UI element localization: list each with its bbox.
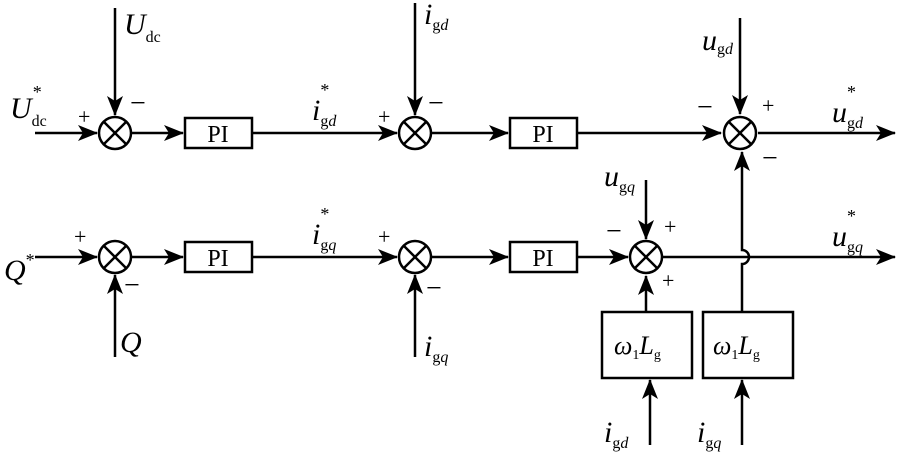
plus-sign: + — [378, 104, 390, 129]
label-igq: igq — [424, 330, 448, 366]
label-igq-ref: igq* — [312, 204, 336, 254]
label-igd-bottom: igd — [604, 416, 629, 452]
signal-labels: Udc* Udc igd* igd ugd ugd* Q* Q igq* igq… — [4, 0, 864, 452]
plus-sign: + — [662, 268, 674, 293]
label-igd-ref: igd* — [312, 80, 337, 130]
omega-lg-label: ω1Lg — [713, 331, 760, 363]
omega-lg-block-1: ω1Lg — [600, 310, 694, 380]
label-udc: Udc — [124, 8, 161, 46]
label-ugq-ref: ugq* — [832, 206, 863, 256]
minus-sign: − — [130, 88, 146, 119]
pi-label: PI — [532, 246, 553, 272]
summing-junction-ugq — [628, 239, 664, 275]
summing-junction-q — [97, 239, 133, 275]
d-axis-path — [35, 3, 896, 141]
plus-sign: + — [78, 104, 90, 129]
pi-label: PI — [532, 122, 553, 148]
summing-junction-ugd — [722, 115, 758, 151]
plus-sign: + — [74, 224, 86, 249]
plus-sign: + — [378, 224, 390, 249]
pi-label: PI — [207, 122, 228, 148]
label-ugd-ref: ugd* — [832, 82, 864, 132]
summing-junction-udc — [97, 115, 133, 151]
minus-sign: − — [762, 143, 778, 174]
label-ugq: ugq — [604, 160, 635, 196]
label-q-ref: Q* — [4, 250, 35, 287]
pi-block-reactive: PI — [183, 240, 254, 274]
minus-sign: − — [426, 273, 442, 304]
minus-sign: − — [124, 270, 140, 301]
minus-sign: − — [697, 92, 713, 123]
signs: + − + − − + − + − + − − + + — [74, 88, 778, 304]
omega-lg-block-2: ω1Lg — [701, 310, 795, 380]
minus-sign: − — [606, 216, 622, 247]
omega-lg-label: ω1Lg — [614, 331, 661, 363]
label-udc-ref: Udc* — [10, 82, 47, 130]
plus-sign: + — [664, 214, 676, 239]
label-igd: igd — [424, 0, 449, 34]
label-igq-bottom: igq — [697, 416, 721, 452]
plus-sign: + — [762, 93, 774, 118]
pi-block-igq: PI — [508, 240, 579, 274]
q-axis-path — [35, 151, 896, 445]
label-ugd: ugd — [702, 24, 734, 58]
minus-sign: − — [428, 88, 444, 119]
label-q: Q — [120, 326, 142, 359]
summing-junction-igd — [397, 115, 433, 151]
pi-block-voltage: PI — [183, 116, 254, 150]
summing-junction-igq — [397, 239, 433, 275]
pi-label: PI — [207, 246, 228, 272]
pi-block-igd: PI — [508, 116, 579, 150]
